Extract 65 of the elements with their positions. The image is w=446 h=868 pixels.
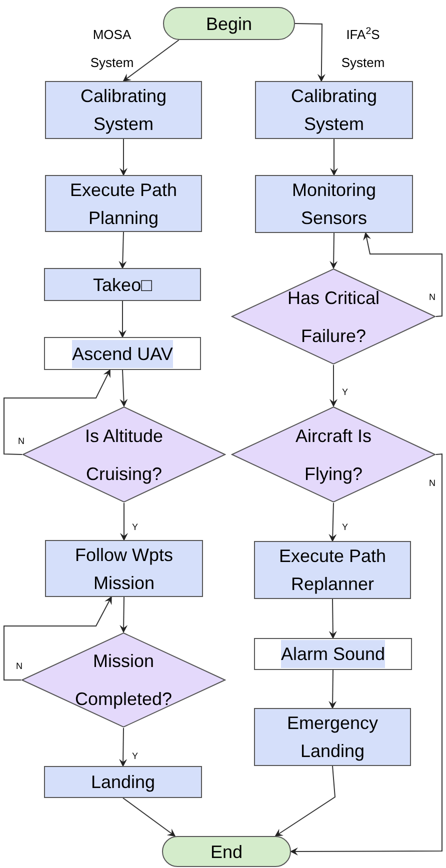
- edge-label: N: [15, 661, 24, 671]
- arrow: [119, 728, 128, 767]
- process-box: [254, 541, 411, 599]
- box-text: Monitoring Sensors: [290, 179, 378, 230]
- system-label: MOSA System: [89, 26, 135, 72]
- process-box: [45, 175, 202, 232]
- arrow: [330, 232, 338, 269]
- process-box: [255, 81, 413, 139]
- arrow: [330, 138, 338, 176]
- decision-diamond: [231, 268, 436, 365]
- arrow: [330, 364, 338, 407]
- arrow: [290, 453, 442, 856]
- box-text: Alarm Sound: [280, 640, 386, 668]
- box-text: Emergency Landing: [286, 712, 380, 763]
- decision-diamond: [21, 632, 226, 728]
- process-box: [45, 540, 203, 597]
- terminal-box: [163, 7, 295, 40]
- arrow: [120, 502, 128, 541]
- process-box: [254, 638, 412, 670]
- arrow: [4, 369, 110, 455]
- edge-label: N: [428, 292, 436, 302]
- decision-text: Is Altitude Cruising?: [84, 424, 164, 486]
- process-box: [254, 708, 411, 766]
- arrow: [118, 232, 127, 269]
- process-box: [44, 337, 201, 370]
- box-text: Landing: [90, 771, 156, 794]
- arrow: [120, 370, 128, 407]
- box-text: Begin: [206, 12, 252, 36]
- box-text: Calibrating System: [290, 85, 378, 136]
- arrow: [328, 670, 337, 709]
- decision-text: Aircraft Is Flying?: [294, 424, 372, 486]
- decision-text: Mission Completed?: [74, 650, 174, 711]
- arrow: [294, 23, 326, 82]
- box-text: Ascend UAV: [72, 340, 173, 368]
- decision-diamond: [231, 406, 436, 503]
- arrow: [328, 502, 337, 542]
- arrow: [122, 798, 176, 837]
- arrow: [328, 598, 337, 639]
- box-text: Calibrating System: [79, 85, 168, 136]
- process-box: [44, 766, 202, 798]
- box-text: Follow Wpts Mission: [74, 544, 174, 594]
- arrow: [120, 596, 128, 633]
- edge-label: N: [17, 436, 26, 446]
- edge-label: N: [428, 478, 436, 488]
- system-label: IFA$^{2}$S System: [340, 25, 386, 72]
- arrow: [4, 596, 112, 680]
- arrow: [274, 766, 336, 837]
- terminal-box: [162, 836, 291, 867]
- process-box: [255, 175, 413, 233]
- arrow: [363, 232, 442, 317]
- box-text: Execute Path Planning: [68, 178, 178, 230]
- edge-label: Y: [131, 751, 140, 761]
- edge-label: Y: [131, 522, 140, 532]
- decision-diamond: [22, 406, 226, 503]
- edge-label: Y: [341, 387, 350, 397]
- edge-label: Y: [341, 522, 350, 532]
- box-text: Execute Path Replanner: [278, 545, 388, 596]
- arrow: [122, 40, 180, 82]
- decision-text: Has Critical Failure?: [286, 286, 380, 348]
- box-text: Takeo□: [93, 274, 152, 296]
- arrow: [118, 300, 126, 338]
- arrow: [120, 138, 128, 176]
- process-box: [45, 81, 202, 139]
- box-text: End: [210, 840, 243, 864]
- process-box: [44, 268, 201, 301]
